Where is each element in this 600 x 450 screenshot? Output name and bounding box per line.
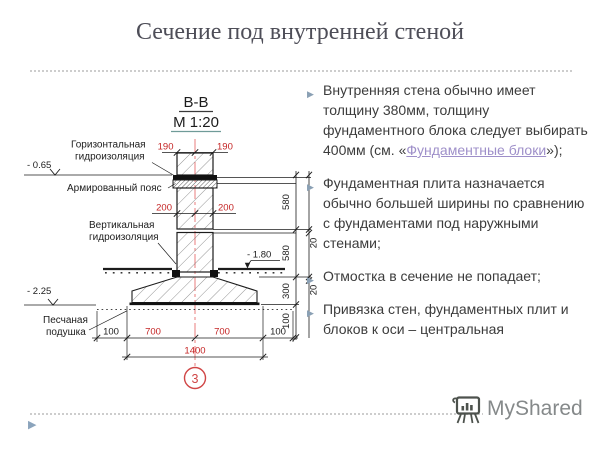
dim-20-upper: 20 <box>309 238 320 249</box>
elev-065: - 0.65 <box>27 160 51 171</box>
fundament-blocks-link[interactable]: Фундаментные блоки <box>406 142 547 158</box>
bottom-divider <box>30 413 572 415</box>
foundation-block-lower <box>176 231 214 273</box>
label-vertical-wp-2: гидроизоляция <box>89 232 159 243</box>
dim-20-lower: 20 <box>309 285 320 296</box>
bullet-icon: ▶ <box>307 308 314 318</box>
foundation-plate <box>97 276 294 310</box>
dim-580-lower: 580 <box>281 245 292 261</box>
dim-700-right: 700 <box>214 327 230 338</box>
label-reinforced-belt: Армированный пояс <box>67 183 162 194</box>
dim-100-right-bottom: 100 <box>270 327 286 338</box>
myshared-logo[interactable]: MyShared <box>449 394 586 425</box>
bullet-icon: ▶ <box>307 89 314 99</box>
callout-labels: Горизонтальная гидроизоляция Армированны… <box>43 140 177 338</box>
slide-corner-arrow-icon: ▶ <box>28 419 37 431</box>
elev-180: - 1.80 <box>247 250 271 261</box>
wall-stub <box>176 152 214 176</box>
elev-225: - 2.25 <box>27 286 51 297</box>
scale-label: М 1:20 <box>173 114 219 131</box>
bullet-text: Фундаментная плита назначается обычно бо… <box>323 175 585 251</box>
top-divider <box>30 70 572 72</box>
page-title: Сечение под внутренней стеной <box>135 19 465 45</box>
bullet-text-pre: Внутренняя стена обычно имеет толщину 38… <box>323 82 588 158</box>
foundation-block-upper <box>176 187 214 230</box>
extension-lines <box>213 177 311 305</box>
dim-200-left: 200 <box>156 203 172 214</box>
reinforced-belt-band <box>172 179 218 189</box>
dim-block-width: 200 200 <box>152 203 236 218</box>
axis-circle <box>183 366 207 390</box>
dim-chain-right: 580 580 300 100 <box>281 171 300 342</box>
dim-200-right: 200 <box>218 203 234 214</box>
dim-1400: 1400 <box>184 346 205 357</box>
dim-chain-seams: 20 20 <box>305 171 320 338</box>
dim-100-left-bottom: 100 <box>103 327 119 338</box>
bullet-text: Отмостка в сечение не попадает; <box>323 268 541 284</box>
vertical-waterproofing-right <box>210 270 218 277</box>
list-item: ▶ Внутренняя стена обычно имеет толщину … <box>306 80 588 160</box>
drawing-header: В-В М 1:20 <box>171 94 221 133</box>
wall-assembly <box>172 152 218 277</box>
bullet-list: ▶ Внутренняя стена обычно имеет толщину … <box>306 80 588 352</box>
foundation-section-drawing: В-В М 1:20 3 <box>24 94 320 390</box>
dim-100-right: 100 <box>281 313 292 329</box>
section-label: В-В <box>183 94 208 111</box>
dim-bottom: 100 700 700 100 1400 <box>92 306 298 361</box>
bullet-text-post: »); <box>546 142 563 158</box>
label-sand-cushion-1: Песчаная <box>43 315 88 326</box>
list-item: ▶ Привязка стен, фундаментных плит и бло… <box>306 299 588 339</box>
list-item: ▶ Фундаментная плита назначается обычно … <box>306 173 588 253</box>
axis-centerline: 3 <box>183 139 207 390</box>
dim-190-left: 190 <box>158 142 174 153</box>
list-item: ▶ Отмостка в сечение не попадает; <box>306 266 588 286</box>
label-sand-cushion-2: подушка <box>46 327 86 338</box>
vertical-waterproofing-left <box>172 270 180 277</box>
axis-number: 3 <box>192 372 199 386</box>
dim-580-upper: 580 <box>281 194 292 210</box>
label-horizontal-wp-1: Горизонтальная <box>71 140 146 151</box>
label-vertical-wp-1: Вертикальная <box>89 220 154 231</box>
dim-700-left: 700 <box>145 327 161 338</box>
dim-wall-width: 190 190 <box>158 142 233 157</box>
bullet-text: Привязка стен, фундаментных плит и блоко… <box>323 301 569 337</box>
dim-300: 300 <box>281 283 292 299</box>
presentation-easel-icon <box>452 396 481 424</box>
label-horizontal-wp-2: гидроизоляция <box>75 152 145 163</box>
horizontal-waterproofing-band <box>173 175 217 180</box>
elevation-marks: - 0.65 - 2.25 - 1.80 <box>24 160 280 306</box>
dim-190-right: 190 <box>217 142 233 153</box>
bullet-icon: ▶ <box>307 275 314 285</box>
bullet-icon: ▶ <box>307 182 314 192</box>
ground-lines <box>103 267 285 274</box>
brand-name: MyShared <box>483 396 586 423</box>
